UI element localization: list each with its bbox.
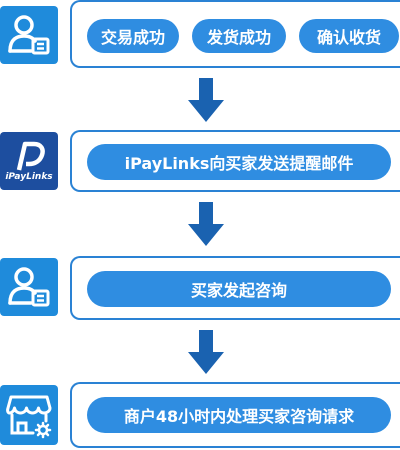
step-1-frame: 交易成功 发货成功 确认收货 [70, 0, 400, 68]
down-arrow-icon [186, 202, 226, 248]
merchant-store-icon [0, 385, 58, 445]
step-3: 买家发起咨询 [0, 254, 400, 320]
ipaylinks-logo: iPayLinks [0, 132, 58, 190]
status-pill-receipt-confirmed: 确认收货 [299, 19, 399, 53]
buyer-icon [0, 258, 58, 316]
email-reminder-pill: iPayLinks向买家发送提醒邮件 [87, 144, 391, 180]
down-arrow-icon [186, 78, 226, 124]
down-arrow-icon [186, 330, 226, 376]
step-1: 交易成功 发货成功 确认收货 [0, 0, 400, 70]
buyer-icon [0, 6, 58, 64]
status-pill-shipped: 发货成功 [192, 19, 286, 53]
status-pill-transaction-success: 交易成功 [87, 19, 179, 53]
buyer-inquiry-pill: 买家发起咨询 [87, 271, 391, 307]
step-4-frame: 商户48小时内处理买家咨询请求 [70, 382, 400, 448]
step-2: iPayLinks iPayLinks向买家发送提醒邮件 [0, 128, 400, 192]
step-3-frame: 买家发起咨询 [70, 256, 400, 320]
step-2-frame: iPayLinks向买家发送提醒邮件 [70, 130, 400, 192]
brand-text: iPayLinks [5, 172, 53, 182]
step-4: 商户48小时内处理买家咨询请求 [0, 380, 400, 450]
merchant-handling-pill: 商户48小时内处理买家咨询请求 [87, 397, 391, 433]
